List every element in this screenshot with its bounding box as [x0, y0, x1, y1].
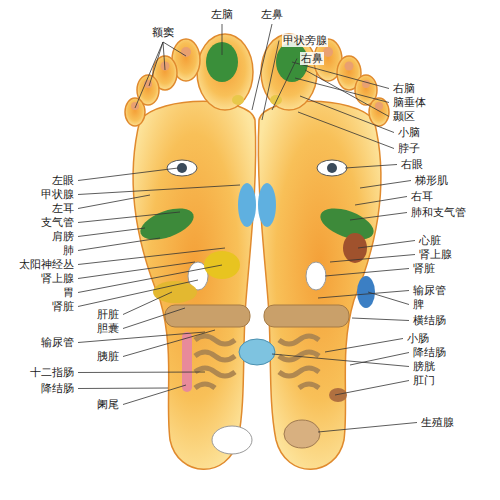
leader-line	[352, 318, 409, 321]
organ-label: 肩膀	[51, 230, 75, 243]
organ-label: 肺	[62, 244, 75, 257]
organ-label: 膀胱	[412, 360, 436, 373]
organ-label: 肾脏	[51, 300, 75, 313]
organ-label: 降结肠	[412, 346, 447, 359]
leader-line	[272, 354, 409, 367]
leader-line	[149, 42, 163, 86]
leader-line	[123, 385, 186, 405]
leader-line	[318, 291, 409, 299]
leader-line	[163, 42, 186, 56]
organ-label: 阑尾	[96, 398, 120, 411]
leader-line	[325, 339, 403, 353]
leader-line	[163, 42, 165, 70]
organ-label: 小脑	[397, 126, 421, 139]
organ-label: 右脑	[392, 82, 416, 95]
organ-label: 脑垂体	[392, 96, 427, 109]
leader-line	[135, 42, 163, 108]
leader-line	[78, 185, 240, 195]
organ-label: 颞区	[392, 110, 416, 123]
leader-line	[78, 388, 168, 390]
organ-label: 左鼻	[260, 8, 284, 21]
organ-label: 右耳	[410, 190, 434, 203]
leader-line	[305, 70, 389, 117]
leader-line	[350, 353, 409, 366]
leader-line	[78, 265, 222, 293]
organ-label: 脾	[412, 298, 425, 311]
organ-label: 左耳	[51, 202, 75, 215]
leader-line	[78, 248, 225, 265]
organ-label: 支气管	[40, 216, 75, 229]
organ-label: 肝脏	[96, 308, 120, 321]
leader-line	[272, 59, 297, 111]
organ-label: 脖子	[397, 142, 421, 155]
leader-line	[325, 269, 409, 277]
leader-line	[78, 195, 150, 209]
leader-line	[123, 308, 185, 329]
leader-line	[358, 241, 415, 249]
leader-line	[318, 423, 417, 433]
leader-line	[123, 292, 172, 315]
leader-line	[262, 41, 279, 121]
organ-label: 胃	[62, 286, 75, 299]
organ-label: 心脏	[418, 234, 442, 247]
organ-label: 太阳神经丛	[18, 258, 75, 271]
organ-label: 右眼	[400, 158, 424, 171]
leader-line	[78, 238, 160, 251]
organ-label: 输尿管	[412, 284, 447, 297]
organ-label: 降结肠	[40, 382, 75, 395]
organ-label: 胆囊	[96, 322, 120, 335]
leader-line	[123, 330, 215, 357]
organ-label: 额窦	[151, 26, 175, 39]
organ-label: 肾上腺	[418, 248, 453, 261]
leader-line	[345, 165, 397, 169]
leader-line	[330, 255, 415, 263]
leader-line	[350, 213, 407, 221]
leader-line	[355, 197, 407, 206]
leader-line	[78, 262, 195, 279]
organ-label: 左脑	[210, 8, 234, 21]
organ-label: 小肠	[406, 332, 430, 345]
organ-label: 肛门	[412, 374, 436, 387]
leader-line	[78, 280, 198, 307]
leader-line	[222, 24, 223, 55]
organ-label: 梯形肌	[414, 174, 449, 187]
leader-line	[252, 24, 272, 110]
organ-label: 肺和支气管	[410, 206, 467, 219]
organ-label: 甲状旁腺	[282, 34, 328, 47]
organ-label: 甲状腺	[40, 188, 75, 201]
organ-label: 右鼻	[300, 52, 324, 65]
organ-label: 左眼	[51, 174, 75, 187]
organ-label: 胰脏	[96, 350, 120, 363]
organ-label: 肾脏	[412, 262, 436, 275]
leader-line	[300, 96, 394, 133]
leader-line	[335, 381, 409, 396]
leader-line	[78, 212, 180, 223]
organ-label: 横结肠	[412, 314, 447, 327]
leader-line	[292, 62, 389, 89]
leader-line	[78, 228, 145, 237]
organ-label: 输尿管	[40, 336, 75, 349]
leader-line	[298, 112, 394, 149]
leader-line	[368, 292, 409, 305]
organ-label: 十二指肠	[29, 366, 75, 379]
leader-line	[78, 372, 205, 374]
leader-line	[360, 181, 411, 189]
organ-label: 肾上腺	[40, 272, 75, 285]
organ-label: 生殖腺	[420, 416, 455, 429]
leader-line	[78, 168, 178, 181]
